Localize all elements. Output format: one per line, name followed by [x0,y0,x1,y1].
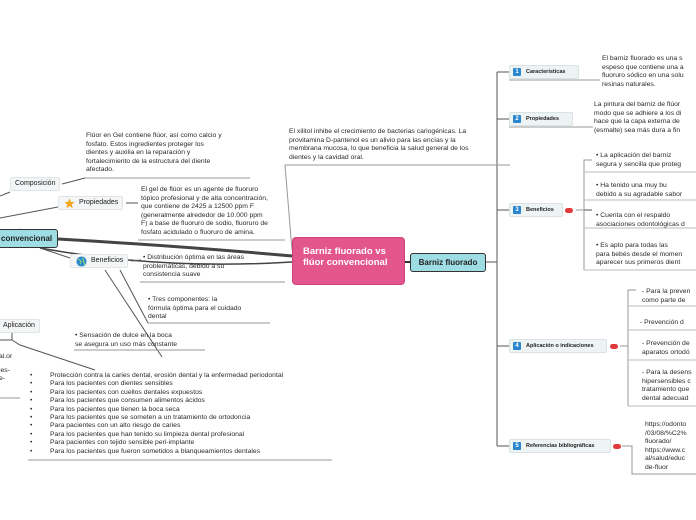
central-topic[interactable]: Barniz fluorado vs flúor convencional [292,237,405,285]
central-topic-title: Barniz fluorado vs flúor convencional [303,246,388,268]
list-item: •Para pacientes con tejido sensible peri… [30,439,195,447]
main-topic-convencional[interactable]: convencional [0,229,58,248]
star-icon [64,198,75,209]
node-label: Aplicación [3,322,35,329]
referencias-text: https://odonto/03/08/%C2% fluorado/https… [645,421,687,471]
node-composicion[interactable]: Composición [10,177,61,191]
propiedades-left-text: El gel de flúor es un agente de fluoruro… [141,186,268,236]
list-item: •Protección contra la caries dental, ero… [30,372,284,379]
list-item: •Para los pacientes que fueron sometidos… [30,447,261,455]
main-topic-barniz-label: Barniz fluorado [418,258,478,267]
list-item: •Para los pacientes que han tenido su li… [30,430,245,438]
subtopic-referencias[interactable]: 5 Referencias bibliográficas [509,439,611,453]
node-label: Beneficios [91,257,124,264]
node-aplicacion[interactable]: Aplicación [0,319,40,333]
subtopic-label: Características [526,69,566,75]
subtopic-propiedades[interactable]: 2 Propiedades [509,112,573,126]
node-beneficios[interactable]: Beneficios [70,254,129,268]
globe-icon [76,256,87,267]
xilitol-text: El xilitol inhibe el crecimiento de bact… [289,128,469,161]
main-topic-convencional-label: convencional [1,234,53,243]
list-item: •Para los pacientes que consumen aliment… [30,397,205,405]
composicion-text: Flúor en Gel contiene flúor, así como ca… [86,132,222,174]
node-label: Propiedades [79,199,119,206]
subtopic-label: Beneficios [526,207,554,213]
number-icon: 4 [513,342,521,350]
left-edge-text: al.or les- e- [0,353,13,383]
number-icon: 2 [513,115,521,123]
subtopic-label: Referencias bibliográficas [526,443,595,449]
subtopic-aplicacion[interactable]: 4 Aplicación o indicaciones [509,339,607,353]
node-label: Composición [15,180,56,187]
number-icon: 5 [513,442,521,450]
aplicacion-text-2: - Prevención d [640,319,684,326]
aplicacion-list: •Protección contra la caries dental, ero… [30,372,283,456]
subtopic-beneficios[interactable]: 3 Beneficios [509,203,563,217]
subtopic-caracteristicas[interactable]: 1 Características [509,65,579,79]
main-topic-barniz[interactable]: Barniz fluorado [410,253,486,272]
list-item: •Para los pacientes con dientes sensible… [30,380,173,388]
number-icon: 3 [513,206,521,214]
subtopic-label: Propiedades [526,116,560,122]
list-item: •Para los pacientes con cuellos dentales… [30,388,203,396]
subtopic-label: Aplicación o indicaciones [526,343,594,349]
collapse-badge-icon[interactable] [610,344,618,349]
list-item: •Para pacientes con un alto riesgo de ca… [30,422,181,430]
node-propiedades[interactable]: Propiedades [58,196,124,210]
collapse-badge-icon[interactable] [565,208,573,213]
number-icon: 1 [513,68,521,76]
list-item: •Para los pacientes que se someten a un … [30,414,251,422]
collapse-badge-icon[interactable] [613,444,621,449]
list-item: •Para los pacientes que tienen la boca s… [30,405,180,413]
